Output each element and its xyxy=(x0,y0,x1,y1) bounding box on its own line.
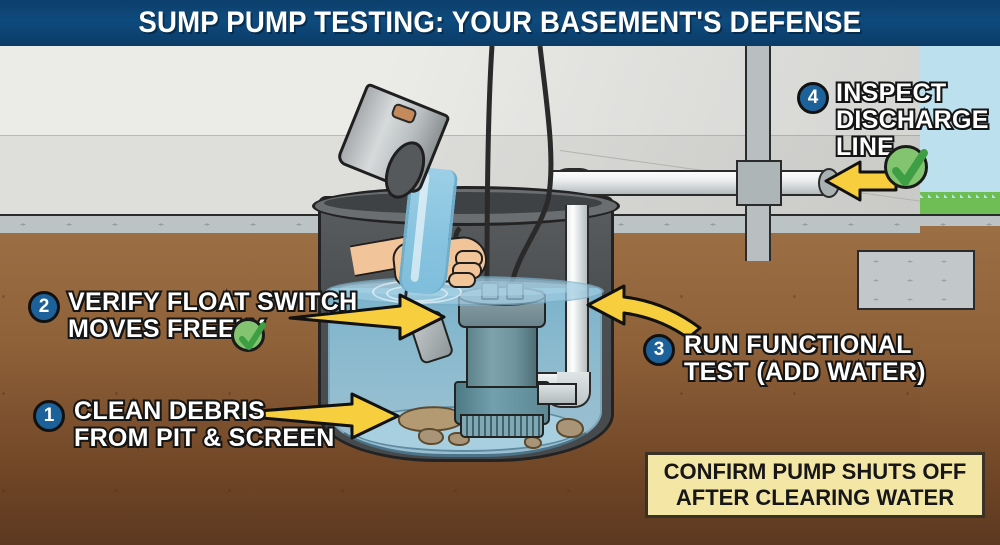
discharge-pipe-outlet xyxy=(818,168,840,198)
sump-pit-opening xyxy=(324,192,602,214)
footing-texture xyxy=(859,252,969,304)
confirmation-note: CONFIRM PUMP SHUTS OFF AFTER CLEARING WA… xyxy=(645,452,985,518)
step-badge-2: 2 xyxy=(28,291,60,323)
step-label-3: RUN FUNCTIONAL TEST (ADD WATER) xyxy=(682,330,928,388)
debris-rock-3 xyxy=(556,418,584,438)
title-bar: SUMP PUMP TESTING: YOUR BASEMENT'S DEFEN… xyxy=(0,0,1000,46)
pump-discharge-port xyxy=(537,383,577,405)
step-label-1: CLEAN DEBRIS FROM PIT & SCREEN xyxy=(72,396,336,454)
step-badge-4: 4 xyxy=(797,82,829,114)
finger-3 xyxy=(448,272,476,288)
checkmark-glyph xyxy=(239,322,266,350)
support-post xyxy=(745,46,771,261)
pipe-wall-collar xyxy=(736,160,782,206)
step-label-4: INSPECT DISCHARGE LINE xyxy=(834,78,990,163)
check-icon-step4 xyxy=(884,145,928,189)
discharge-pipe xyxy=(550,170,828,196)
check-icon-step2 xyxy=(231,318,266,352)
pump-motor-housing xyxy=(466,322,538,388)
page-title: SUMP PUMP TESTING: YOUR BASEMENT'S DEFEN… xyxy=(138,6,862,39)
checkmark-glyph-2 xyxy=(892,149,928,186)
confirmation-note-text: CONFIRM PUMP SHUTS OFF AFTER CLEARING WA… xyxy=(663,459,967,510)
step-badge-3: 3 xyxy=(643,334,675,366)
concrete-footing-block xyxy=(857,250,975,310)
step-badge-1: 1 xyxy=(33,400,65,432)
step-label-2: VERIFY FLOAT SWITCH MOVES FREELY xyxy=(66,287,359,345)
debris-rock-1 xyxy=(418,428,444,445)
pump-intake-screen xyxy=(460,414,544,438)
